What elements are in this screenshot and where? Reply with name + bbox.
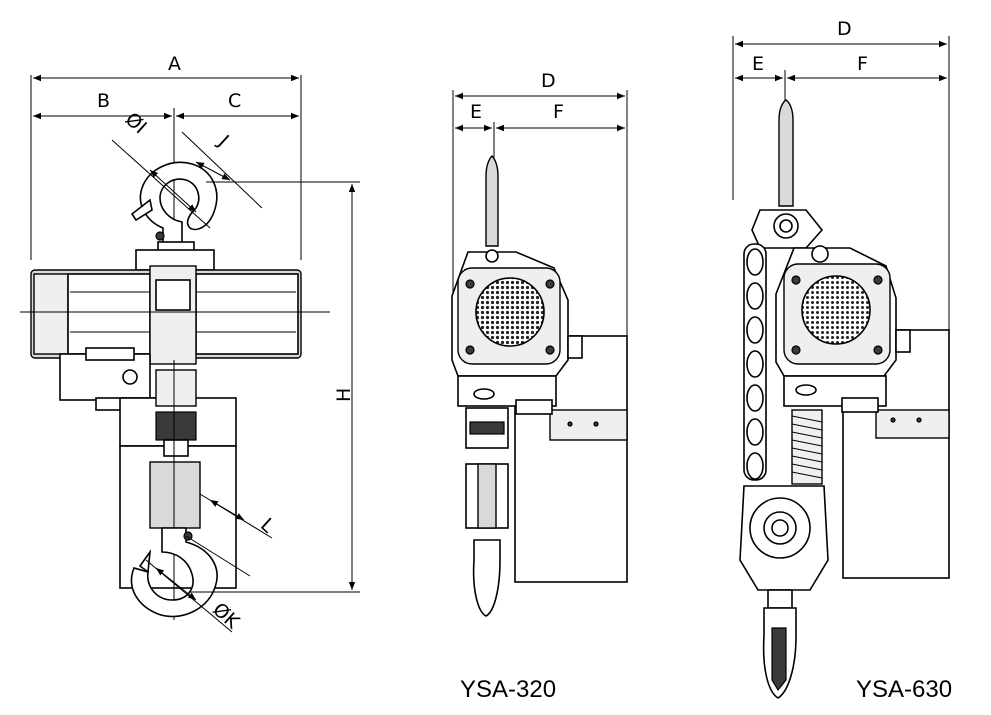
side-view-ysa-320: D E F [451, 70, 628, 703]
dimension-l-label: L [256, 514, 279, 538]
front-view-hoist: A B C ØI J [20, 53, 360, 634]
ysa-320-dimension-e: E [455, 101, 495, 170]
ysa-630-top-hook [778, 99, 794, 207]
ysa-320-top-hook [485, 155, 499, 247]
dimension-b-label: B [97, 90, 110, 112]
ysa-630-spring [791, 409, 823, 485]
ysa-630-dimension-f: F [787, 53, 947, 82]
ysa-630-dimension-d: D [732, 18, 950, 420]
dimension-b: B [33, 90, 172, 120]
ysa-320-label-f: F [553, 101, 564, 123]
motor-body [20, 249, 330, 365]
ysa-630-label-e: E [752, 53, 764, 75]
ysa-630-motor-body [775, 245, 911, 413]
ysa-320-label-e: E [470, 101, 482, 123]
ysa-630-label-d: D [837, 18, 852, 40]
ysa-320-dimension-f: F [496, 101, 625, 132]
ysa-630-dimension-e: E [735, 53, 786, 100]
ysa-320-model-label: YSA-320 [460, 676, 556, 703]
ysa-630-model-label: YSA-630 [856, 676, 952, 703]
dimension-a: A [30, 53, 302, 260]
ysa-320-label-d: D [541, 70, 556, 92]
ysa-630-bottom-block [739, 485, 829, 699]
side-view-ysa-630: D E F [732, 18, 952, 703]
dimension-j-label: J [213, 130, 233, 151]
dimension-a-label: A [168, 53, 181, 75]
dimension-h-label: H [333, 388, 355, 402]
dimension-i-label: ØI [121, 108, 151, 138]
dimension-c: C [173, 90, 299, 320]
dimension-h: H [190, 181, 360, 593]
ysa-320-motor-body [451, 249, 583, 415]
dimension-k-label: ØK [208, 598, 243, 633]
ysa-630-chain [743, 243, 767, 481]
ysa-630-label-f: F [857, 53, 868, 75]
ysa-320-bottom-hook [465, 407, 509, 617]
dimension-c-label: C [228, 90, 241, 112]
